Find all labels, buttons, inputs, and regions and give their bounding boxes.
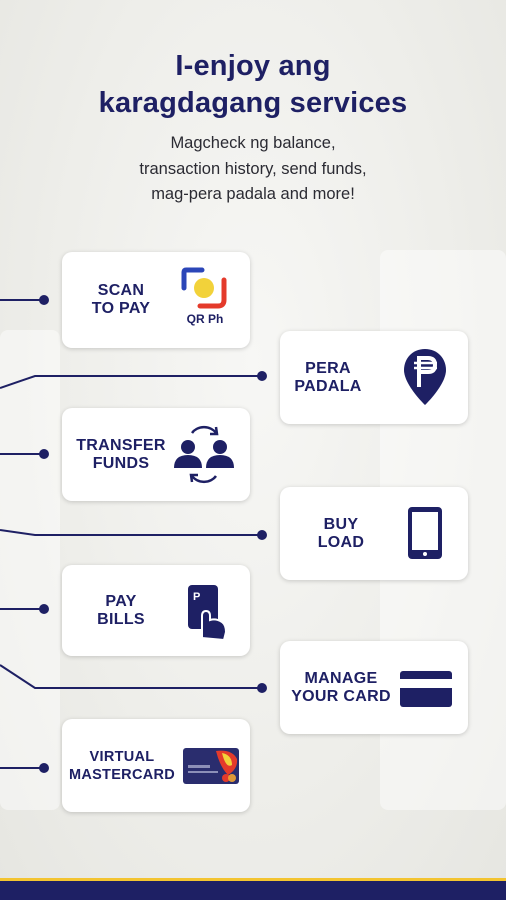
manage-your-card-card[interactable]: MANAGE YOUR CARD <box>280 641 468 734</box>
subtitle-line-3: mag-pera padala and more! <box>151 185 355 203</box>
transfer-funds-card[interactable]: TRANSFER FUNDS <box>62 408 250 501</box>
virtual-mastercard-card[interactable]: VIRTUAL MASTERCARD <box>62 719 250 812</box>
virtual-mastercard-label: VIRTUAL MASTERCARD <box>68 748 176 783</box>
page-title: I-enjoy ang karagdagang services <box>0 48 506 122</box>
title-line-2: karagdagang services <box>98 87 408 119</box>
manage-your-card-label: MANAGE YOUR CARD <box>291 669 391 705</box>
svg-text:P: P <box>193 591 200 603</box>
footer-accent-line <box>0 878 506 881</box>
page-subtitle: Magcheck ng balance, transaction history… <box>0 131 506 208</box>
transfer-people-icon <box>172 424 236 489</box>
scan-to-pay-label: SCAN TO PAY <box>91 282 151 317</box>
scan-to-pay-card[interactable]: SCAN TO PAY QR Ph <box>62 252 250 348</box>
title-line-1: I-enjoy ang <box>175 50 331 82</box>
peso-location-pin-icon <box>402 347 448 412</box>
mastercard-card-icon <box>182 747 240 790</box>
pay-bills-hand-icon: P <box>184 582 230 647</box>
pera-padala-card[interactable]: PERA PADALA <box>280 331 468 424</box>
qr-ph-icon: QR Ph <box>180 266 230 332</box>
subtitle-line-2: transaction history, send funds, <box>139 159 367 178</box>
qr-ph-badge-text: QR Ph <box>186 312 224 326</box>
pay-bills-card[interactable]: PAY BILLS P <box>62 565 250 656</box>
subtitle-line-1: Magcheck ng balance, <box>170 134 336 152</box>
transfer-funds-label: TRANSFER FUNDS <box>76 436 166 472</box>
buy-load-label: BUY LOAD <box>317 515 365 551</box>
footer-bar <box>0 881 506 900</box>
credit-card-icon <box>399 670 453 713</box>
pay-bills-label: PAY BILLS <box>97 592 145 628</box>
background-panel <box>0 330 60 810</box>
mobile-phone-icon <box>406 505 444 566</box>
buy-load-card[interactable]: BUY LOAD <box>280 487 468 580</box>
pera-padala-label: PERA PADALA <box>294 359 362 395</box>
